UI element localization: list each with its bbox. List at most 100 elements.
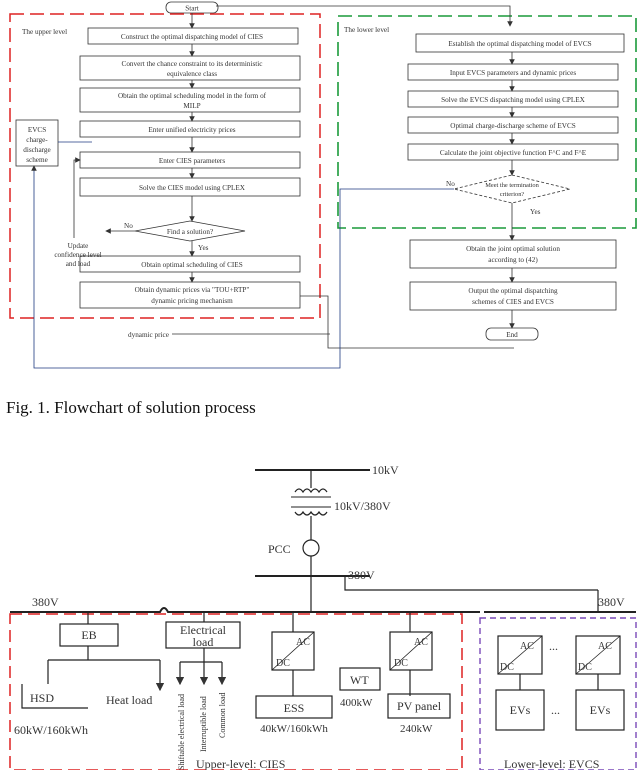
label-lower-evcs: Lower-level: EVCS bbox=[504, 757, 599, 770]
label-ess: ESS bbox=[284, 701, 305, 715]
figure-caption: Fig. 1. Flowchart of solution process bbox=[6, 398, 256, 417]
label-ess-rating: 40kW/160kWh bbox=[260, 723, 328, 735]
label-hsd-rating: 60kW/160kWh bbox=[14, 723, 88, 737]
load-arrows bbox=[155, 672, 227, 692]
label-bus-right: 380V bbox=[598, 595, 625, 609]
lower-step-0: Establish the optimal dispatching model … bbox=[448, 40, 591, 48]
label-pv-rating: 240kW bbox=[400, 723, 433, 735]
label-bus-mid: 380V bbox=[348, 568, 375, 582]
label-hsd: HSD bbox=[30, 691, 54, 705]
hsd-box bbox=[21, 684, 88, 709]
label-interruptible-load: Interruptible load bbox=[199, 696, 208, 752]
upper-step-3: Obtain the optimal scheduling model in t… bbox=[118, 92, 267, 100]
ev2-ac: AC bbox=[598, 641, 612, 652]
label-eb: EB bbox=[81, 628, 96, 642]
decision-termination bbox=[453, 174, 571, 204]
ess-box bbox=[255, 695, 333, 719]
no-label-lower: No bbox=[446, 180, 455, 188]
label-heat-load: Heat load bbox=[106, 693, 152, 707]
upper-step-1: Convert the chance constraint to its det… bbox=[122, 60, 263, 68]
upper-step-8: Find a solution? bbox=[167, 228, 213, 236]
update-line-2: and load bbox=[66, 260, 91, 268]
lower-step-6: criterion? bbox=[500, 191, 525, 198]
dots-bottom: ... bbox=[551, 703, 560, 717]
pv-converter bbox=[389, 631, 433, 671]
ev2-dc: DC bbox=[578, 662, 592, 673]
evcs-region bbox=[479, 617, 637, 770]
lower-step-1: Input EVCS parameters and dynamic prices bbox=[450, 69, 577, 77]
evcs-line-2: discharge bbox=[23, 146, 50, 154]
converter-labels: AC DC AC DC AC DC AC DC bbox=[276, 637, 612, 673]
evcs-line-1: charge- bbox=[26, 136, 48, 144]
pv-box bbox=[387, 693, 451, 719]
label-bus-left: 380V bbox=[32, 595, 59, 609]
lower-title: The lower level bbox=[344, 26, 389, 34]
ess-ac: AC bbox=[296, 637, 310, 648]
end-label: End bbox=[506, 331, 518, 339]
upper-step-10: Obtain dynamic prices via "TOU+RTP" bbox=[135, 286, 250, 294]
label-transformer: 10kV/380V bbox=[334, 499, 391, 513]
flowchart bbox=[9, 1, 637, 369]
evs-box-2 bbox=[575, 689, 625, 731]
pcc-switch bbox=[302, 539, 320, 557]
evs-box-1 bbox=[495, 689, 545, 731]
upper-step-11: dynamic pricing mechanism bbox=[151, 297, 233, 305]
upper-step-9: Obtain optimal scheduling of CIES bbox=[141, 261, 242, 269]
yes-label-upper: Yes bbox=[198, 244, 209, 252]
ev1-ac: AC bbox=[520, 641, 534, 652]
lower-step-3: Optimal charge-discharge scheme of EVCS bbox=[450, 122, 575, 130]
upper-title: The upper level bbox=[22, 28, 67, 36]
update-line-0: Update bbox=[68, 242, 89, 250]
update-line-1: confidence level bbox=[54, 251, 101, 259]
no-label-upper: No bbox=[124, 222, 133, 230]
label-elec-load-1: load bbox=[193, 635, 214, 649]
label-elec-load-0: Electrical bbox=[180, 623, 227, 637]
label-wt: WT bbox=[350, 673, 369, 687]
circuit-diagram bbox=[9, 469, 637, 770]
ev1-dc: DC bbox=[500, 662, 514, 673]
pv-ac: AC bbox=[414, 637, 428, 648]
transformer-lower bbox=[294, 510, 328, 516]
dynamic-price-label: dynamic price bbox=[128, 331, 169, 339]
wt-box bbox=[339, 667, 381, 691]
electrical-load-box bbox=[165, 621, 241, 649]
label-wt-rating: 400kW bbox=[340, 697, 373, 709]
lower-step-5: Meet the termination bbox=[485, 182, 539, 189]
evcs-line-0: EVCS bbox=[28, 126, 46, 134]
lower-step-4: Calculate the joint objective function F… bbox=[440, 149, 587, 157]
flowchart-text: Start The upper level The lower level Co… bbox=[22, 5, 592, 340]
upper-step-4: MILP bbox=[183, 102, 200, 110]
cies-region bbox=[9, 613, 463, 770]
after-step-3: schemes of CIES and EVCS bbox=[472, 298, 554, 306]
start-label: Start bbox=[185, 5, 199, 13]
lower-step-2: Solve the EVCS dispatching model using C… bbox=[441, 96, 586, 104]
label-10kv: 10kV bbox=[372, 463, 399, 477]
upper-step-6: Enter CIES parameters bbox=[159, 157, 225, 165]
upper-level-region bbox=[9, 13, 321, 319]
label-common-load: Common load bbox=[218, 692, 227, 738]
eb-box bbox=[59, 623, 119, 647]
label-pv: PV panel bbox=[397, 699, 442, 713]
evcs-line-3: scheme bbox=[26, 156, 48, 164]
label-upper-cies: Upper-level: CIES bbox=[196, 757, 285, 770]
upper-step-0: Construct the optimal dispatching model … bbox=[121, 33, 263, 41]
label-evs-1: EVs bbox=[510, 703, 531, 717]
label-shiftable-load: Shiftable electrical load bbox=[177, 694, 186, 770]
upper-step-5: Enter unified electricity prices bbox=[148, 126, 235, 134]
lower-level-region bbox=[337, 15, 637, 229]
after-step-0: Obtain the joint optimal solution bbox=[466, 245, 560, 253]
after-step-2: Output the optimal dispatching bbox=[468, 287, 558, 295]
label-evs-2: EVs bbox=[590, 703, 611, 717]
circuit-text: 10kV 10kV/380V PCC 380V 380V 380V EB HSD… bbox=[14, 463, 625, 770]
dots-top: ... bbox=[549, 639, 558, 653]
pv-dc: DC bbox=[394, 658, 408, 669]
upper-step-7: Solve the CIES model using CPLEX bbox=[139, 184, 246, 192]
after-step-1: according to (42) bbox=[488, 256, 538, 264]
load-type-labels: Shiftable electrical load Interruptible … bbox=[177, 692, 227, 770]
bus-380v-left bbox=[10, 607, 480, 613]
yes-label-lower: Yes bbox=[530, 208, 541, 216]
transformer-upper bbox=[294, 488, 328, 494]
decision-find-solution bbox=[134, 220, 246, 242]
step-establish-evcs bbox=[415, 33, 625, 53]
